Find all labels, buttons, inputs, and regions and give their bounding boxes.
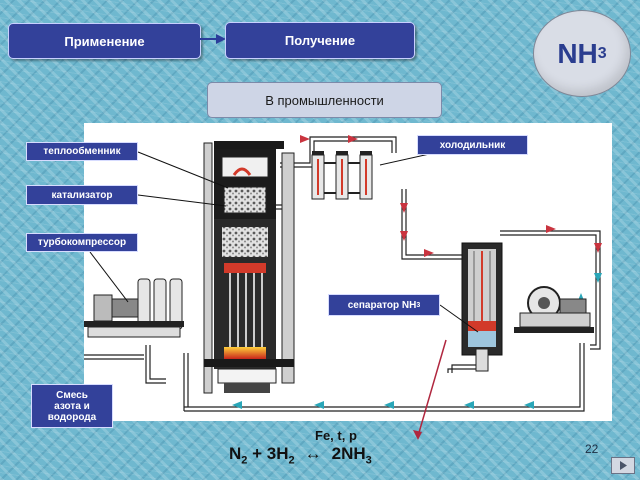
separator-subscript: 3 [416, 301, 421, 309]
badge-formula: NH [557, 37, 598, 69]
ammonia-synthesis-diagram [84, 123, 612, 421]
play-icon [620, 461, 627, 470]
eq-product-sub: 3 [365, 454, 372, 467]
separator-text: сепаратор NH [347, 299, 417, 311]
eq-h2-sub: 2 [288, 454, 295, 467]
reaction-conditions: Fe, t, p [315, 428, 357, 443]
mixture-line-2: азота и [54, 400, 90, 412]
slide-number: 22 [585, 442, 599, 456]
eq-n2-sub: 2 [241, 454, 248, 467]
mixture-line-1: Смесь [56, 389, 88, 401]
eq-product: 2NH [331, 444, 366, 463]
industry-button[interactable]: В промышленности [207, 82, 442, 118]
mixture-line-3: водорода [47, 411, 97, 423]
badge-subscript: 3 [597, 44, 607, 62]
cooler-unit [311, 151, 373, 200]
production-button[interactable]: Получение [225, 22, 415, 59]
synthesis-column [203, 141, 295, 394]
applications-button[interactable]: Применение [8, 23, 201, 59]
circulation-pump [514, 286, 594, 333]
next-slide-button[interactable] [611, 457, 635, 474]
turbocompressor-unit [84, 278, 184, 338]
flow-arrows [232, 135, 602, 409]
label-gas-mixture: Смесь азота и водорода [31, 384, 113, 428]
arrow-right-icon [200, 34, 226, 44]
eq-arrow: ↔ [304, 444, 322, 463]
label-cooler: холодильник [417, 135, 528, 155]
eq-n2: N [229, 444, 242, 463]
label-heat-exchanger: теплообменник [26, 142, 138, 161]
reaction-equation: N2 + 3H2↔2NH3 [229, 444, 372, 466]
separator-unit [461, 242, 503, 372]
eq-h2: + 3H [252, 444, 289, 463]
label-catalyst: катализатор [26, 185, 138, 205]
label-turbocompressor: турбокомпрессор [26, 233, 138, 252]
